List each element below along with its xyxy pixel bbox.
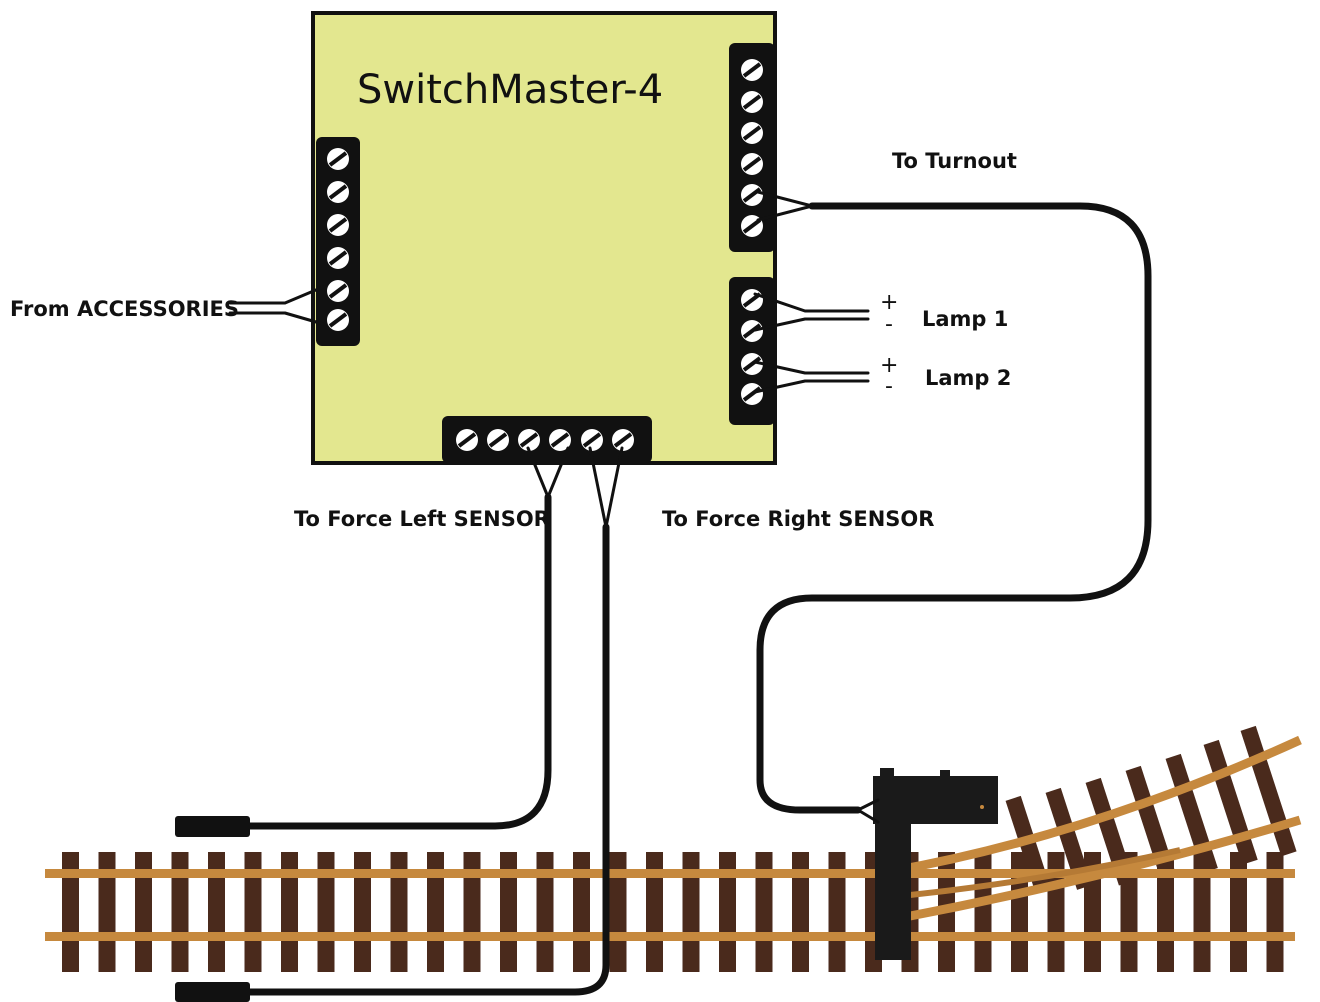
track-tie xyxy=(208,852,225,972)
lamp2-wire-plus xyxy=(753,360,870,375)
force-right-sensor xyxy=(175,982,250,1002)
lamp1-plus: + xyxy=(880,290,898,315)
right-bottom-terminal-block xyxy=(729,277,775,425)
right-top-terminal-block xyxy=(729,43,775,252)
track-tie xyxy=(135,852,152,972)
track-tie xyxy=(609,852,627,972)
track-tie xyxy=(244,852,262,972)
track-tie xyxy=(354,852,371,972)
track-tie xyxy=(463,852,481,972)
terminal-screw xyxy=(327,181,349,203)
track-tie xyxy=(427,852,444,972)
track-tie xyxy=(500,852,517,972)
terminal-screw xyxy=(549,429,571,451)
board-title: SwitchMaster-4 xyxy=(357,67,663,113)
terminal-screw xyxy=(741,153,763,175)
lamp2-label: Lamp 2 xyxy=(925,366,1011,390)
force-right-wire xyxy=(246,523,610,996)
track-tie xyxy=(573,852,590,972)
diverging-rail-inner xyxy=(899,815,1302,923)
lamp2-minus: - xyxy=(885,374,893,399)
lamp2-wire-minus xyxy=(753,379,870,394)
accessories-label: From ACCESSORIES xyxy=(10,297,239,321)
track-tie xyxy=(1266,852,1284,972)
lamp2-plus: + xyxy=(880,353,898,378)
turnout-wire xyxy=(756,202,1152,814)
terminal-screw xyxy=(327,247,349,269)
track-tie xyxy=(317,852,335,972)
track-tie xyxy=(1085,777,1135,886)
straight-rail-bottom xyxy=(45,932,1295,941)
track-tie xyxy=(828,852,846,972)
terminal-screws xyxy=(327,59,763,451)
track-tie xyxy=(646,852,663,972)
terminal-screw xyxy=(581,429,603,451)
track-tie xyxy=(281,852,298,972)
track-rails xyxy=(45,735,1302,941)
wires xyxy=(228,190,1152,996)
force-left-wire xyxy=(246,493,552,830)
track-tie xyxy=(1157,852,1174,972)
track-tie xyxy=(390,852,408,972)
track-tie xyxy=(98,852,116,972)
track-tie xyxy=(1193,852,1211,972)
straight-rail-top xyxy=(45,869,1295,878)
terminal-screw xyxy=(741,353,763,375)
track-tie xyxy=(719,852,736,972)
accessories-wire-b xyxy=(228,311,325,326)
terminal-screw xyxy=(487,429,509,451)
turnout-wire-end-fork xyxy=(856,798,880,824)
force-left-sensor xyxy=(175,816,250,837)
terminal-screw xyxy=(327,148,349,170)
track-tie xyxy=(974,852,992,972)
track-tie xyxy=(1045,787,1093,890)
switch-machine xyxy=(873,768,998,960)
terminal-screw xyxy=(741,184,763,206)
turnout-label: To Turnout xyxy=(892,149,1017,173)
terminal-screw xyxy=(741,320,763,342)
terminal-screw xyxy=(518,429,540,451)
track-tie xyxy=(792,852,809,972)
bottom-terminal-block xyxy=(442,416,652,463)
accessories-wire-a xyxy=(228,285,325,305)
terminal-screw xyxy=(741,289,763,311)
switchmaster-board xyxy=(311,11,777,465)
force-right-label: To Force Right SENSOR xyxy=(662,507,934,531)
terminal-screw xyxy=(741,122,763,144)
terminal-screw xyxy=(741,59,763,81)
terminal-screw xyxy=(741,383,763,405)
terminal-screw xyxy=(327,214,349,236)
track-tie xyxy=(536,852,554,972)
lamp1-label: Lamp 1 xyxy=(922,307,1008,331)
track-tie xyxy=(62,852,79,972)
lamp1-wire-minus xyxy=(753,317,870,332)
terminal-screw xyxy=(456,429,478,451)
left-terminal-block xyxy=(316,137,360,346)
terminal-screw xyxy=(741,91,763,113)
track-tie xyxy=(682,852,700,972)
lamp1-wire-plus xyxy=(753,292,870,313)
terminal-screw xyxy=(327,309,349,331)
track-tie xyxy=(1230,852,1247,972)
track-tie xyxy=(755,852,773,972)
terminal-screw xyxy=(327,280,349,302)
switch-point-rail xyxy=(909,847,1181,898)
terminal-screw xyxy=(612,429,634,451)
diverging-rail-outer xyxy=(874,735,1302,879)
track-tie xyxy=(171,852,189,972)
force-left-label: To Force Left SENSOR xyxy=(294,507,550,531)
lamp1-minus: - xyxy=(885,312,893,337)
